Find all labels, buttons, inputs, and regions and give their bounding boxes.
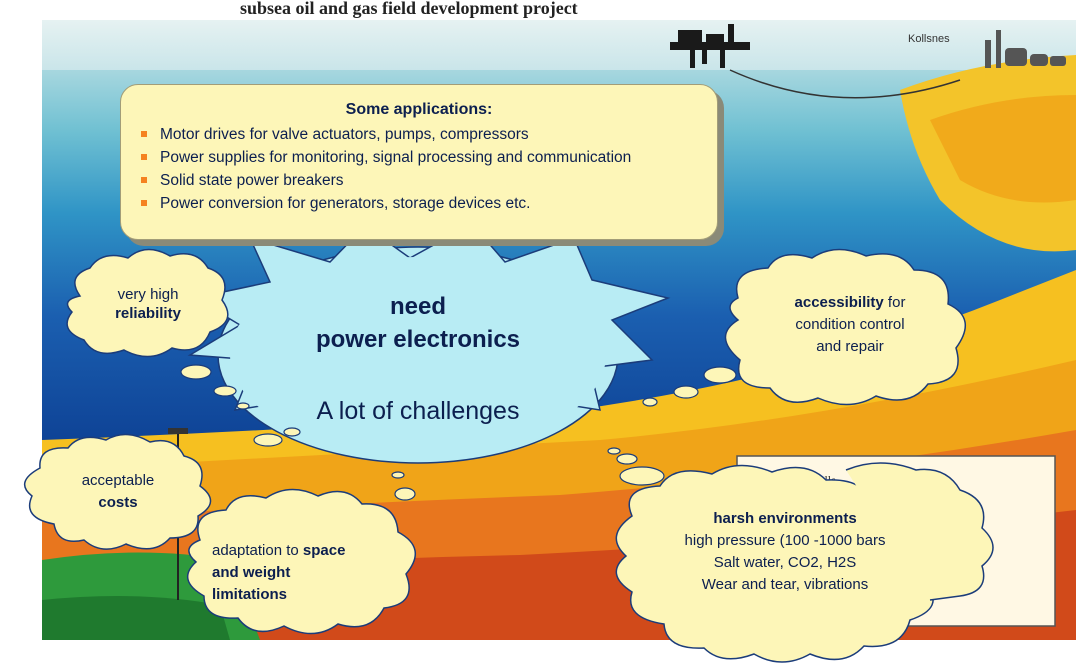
accessibility-text: accessibility for condition control and …	[794, 294, 906, 355]
header-text: subsea oil and gas field development pro…	[240, 0, 578, 18]
bullet-icon	[141, 131, 147, 137]
cloud-costs	[23, 433, 212, 550]
harsh-text: harsh environments high pressure (100 -1…	[684, 510, 886, 593]
costs-text: acceptable costs	[81, 472, 155, 511]
applications-panel: Some applications: Motor drives for valv…	[120, 84, 718, 240]
cloud-space	[187, 488, 416, 635]
oil-platform-icon	[670, 24, 750, 68]
center-line-2: power electronics	[315, 326, 521, 353]
list-item: Power conversion for generators, storage…	[141, 192, 631, 215]
onshore-plant-icon	[985, 30, 1066, 68]
list-item: Solid state power breakers	[141, 169, 631, 192]
center-line-1: need	[389, 293, 446, 320]
center-subtitle: A lot of challenges	[316, 397, 520, 425]
applications-title: Some applications:	[345, 101, 493, 118]
scene-label: Kollsnes	[908, 33, 950, 45]
bullet-icon	[141, 200, 147, 206]
cloud-reliability	[66, 248, 229, 358]
bullet-icon	[141, 177, 147, 183]
list-item: Power supplies for monitoring, signal pr…	[141, 146, 631, 169]
applications-box: Some applications: Motor drives for valv…	[120, 84, 724, 246]
reliability-text: very high reliability	[115, 286, 181, 322]
list-item: Motor drives for valve actuators, pumps,…	[141, 123, 631, 146]
space-text: adaptation to space and weight limitatio…	[212, 542, 346, 603]
center-heading: need power electronics	[268, 290, 568, 356]
cloud-accessibility	[724, 248, 966, 406]
applications-list: Motor drives for valve actuators, pumps,…	[141, 123, 631, 215]
bullet-icon	[141, 154, 147, 160]
cloud-harsh	[615, 464, 934, 663]
